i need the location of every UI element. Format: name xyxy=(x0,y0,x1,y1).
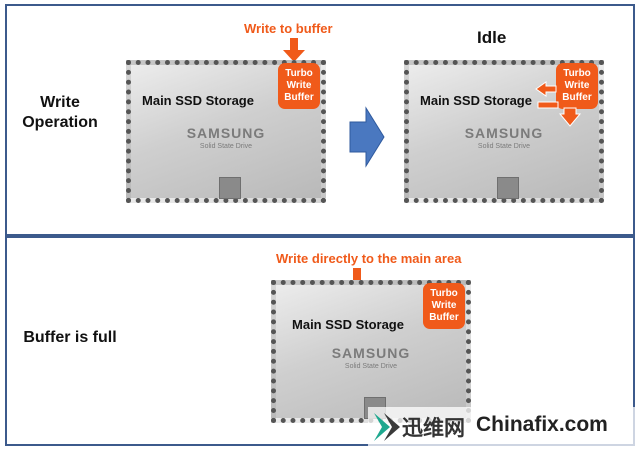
watermark-logo-icon xyxy=(374,413,400,441)
buffer-line2: Write xyxy=(564,80,590,91)
watermark: 迅维网 Chinafix.com xyxy=(368,407,636,447)
write-operation-label-line1: Write xyxy=(40,94,80,111)
buffer-line1: Turbo xyxy=(430,288,458,299)
ssd-chip xyxy=(497,177,519,199)
ssd-title: Main SSD Storage xyxy=(142,93,254,108)
write-directly-callout: Write directly to the main area xyxy=(276,251,462,266)
ssd-drive-3: Main SSD Storage SAMSUNG Solid State Dri… xyxy=(271,280,471,423)
ssd-subtitle: Solid State Drive xyxy=(477,143,531,150)
ssd-subtitle: Solid State Drive xyxy=(344,363,398,370)
buffer-line3: Buffer xyxy=(562,92,592,103)
buffer-line3: Buffer xyxy=(429,312,459,323)
buffer-line1: Turbo xyxy=(285,68,313,79)
turbo-write-buffer: Turbo Write Buffer xyxy=(278,63,320,109)
watermark-cn-text: 迅维网 xyxy=(402,416,465,440)
ssd-title: Main SSD Storage xyxy=(292,317,404,332)
samsung-logo-text: SAMSUNG xyxy=(331,345,411,361)
turbo-write-buffer: Turbo Write Buffer xyxy=(423,283,465,329)
write-to-buffer-callout: Write to buffer xyxy=(244,21,333,36)
samsung-logo-text: SAMSUNG xyxy=(186,125,266,141)
ssd-title: Main SSD Storage xyxy=(420,93,532,108)
write-operation-label: Write Operation xyxy=(14,93,106,133)
ssd-drive-2: Main SSD Storage SAMSUNG Solid State Dri… xyxy=(404,60,604,203)
buffer-line2: Write xyxy=(431,300,457,311)
idle-label: Idle xyxy=(477,28,507,47)
buffer-line3: Buffer xyxy=(284,92,314,103)
watermark-domain: Chinafix.com xyxy=(476,413,608,436)
buffer-line2: Write xyxy=(286,80,312,91)
samsung-logo-text: SAMSUNG xyxy=(464,125,544,141)
write-operation-label-line2: Operation xyxy=(22,114,98,131)
buffer-is-full-label: Buffer is full xyxy=(23,329,117,346)
buffer-line1: Turbo xyxy=(563,68,591,79)
ssd-drive-1: Main SSD Storage SAMSUNG Solid State Dri… xyxy=(126,60,326,203)
write-to-buffer-arrow-icon xyxy=(283,38,305,62)
flow-arrow-icon xyxy=(349,106,385,168)
turbo-write-buffer: Turbo Write Buffer xyxy=(556,63,598,109)
ssd-subtitle: Solid State Drive xyxy=(199,143,253,150)
flush-arrows-icon xyxy=(535,81,582,127)
ssd-chip xyxy=(219,177,241,199)
